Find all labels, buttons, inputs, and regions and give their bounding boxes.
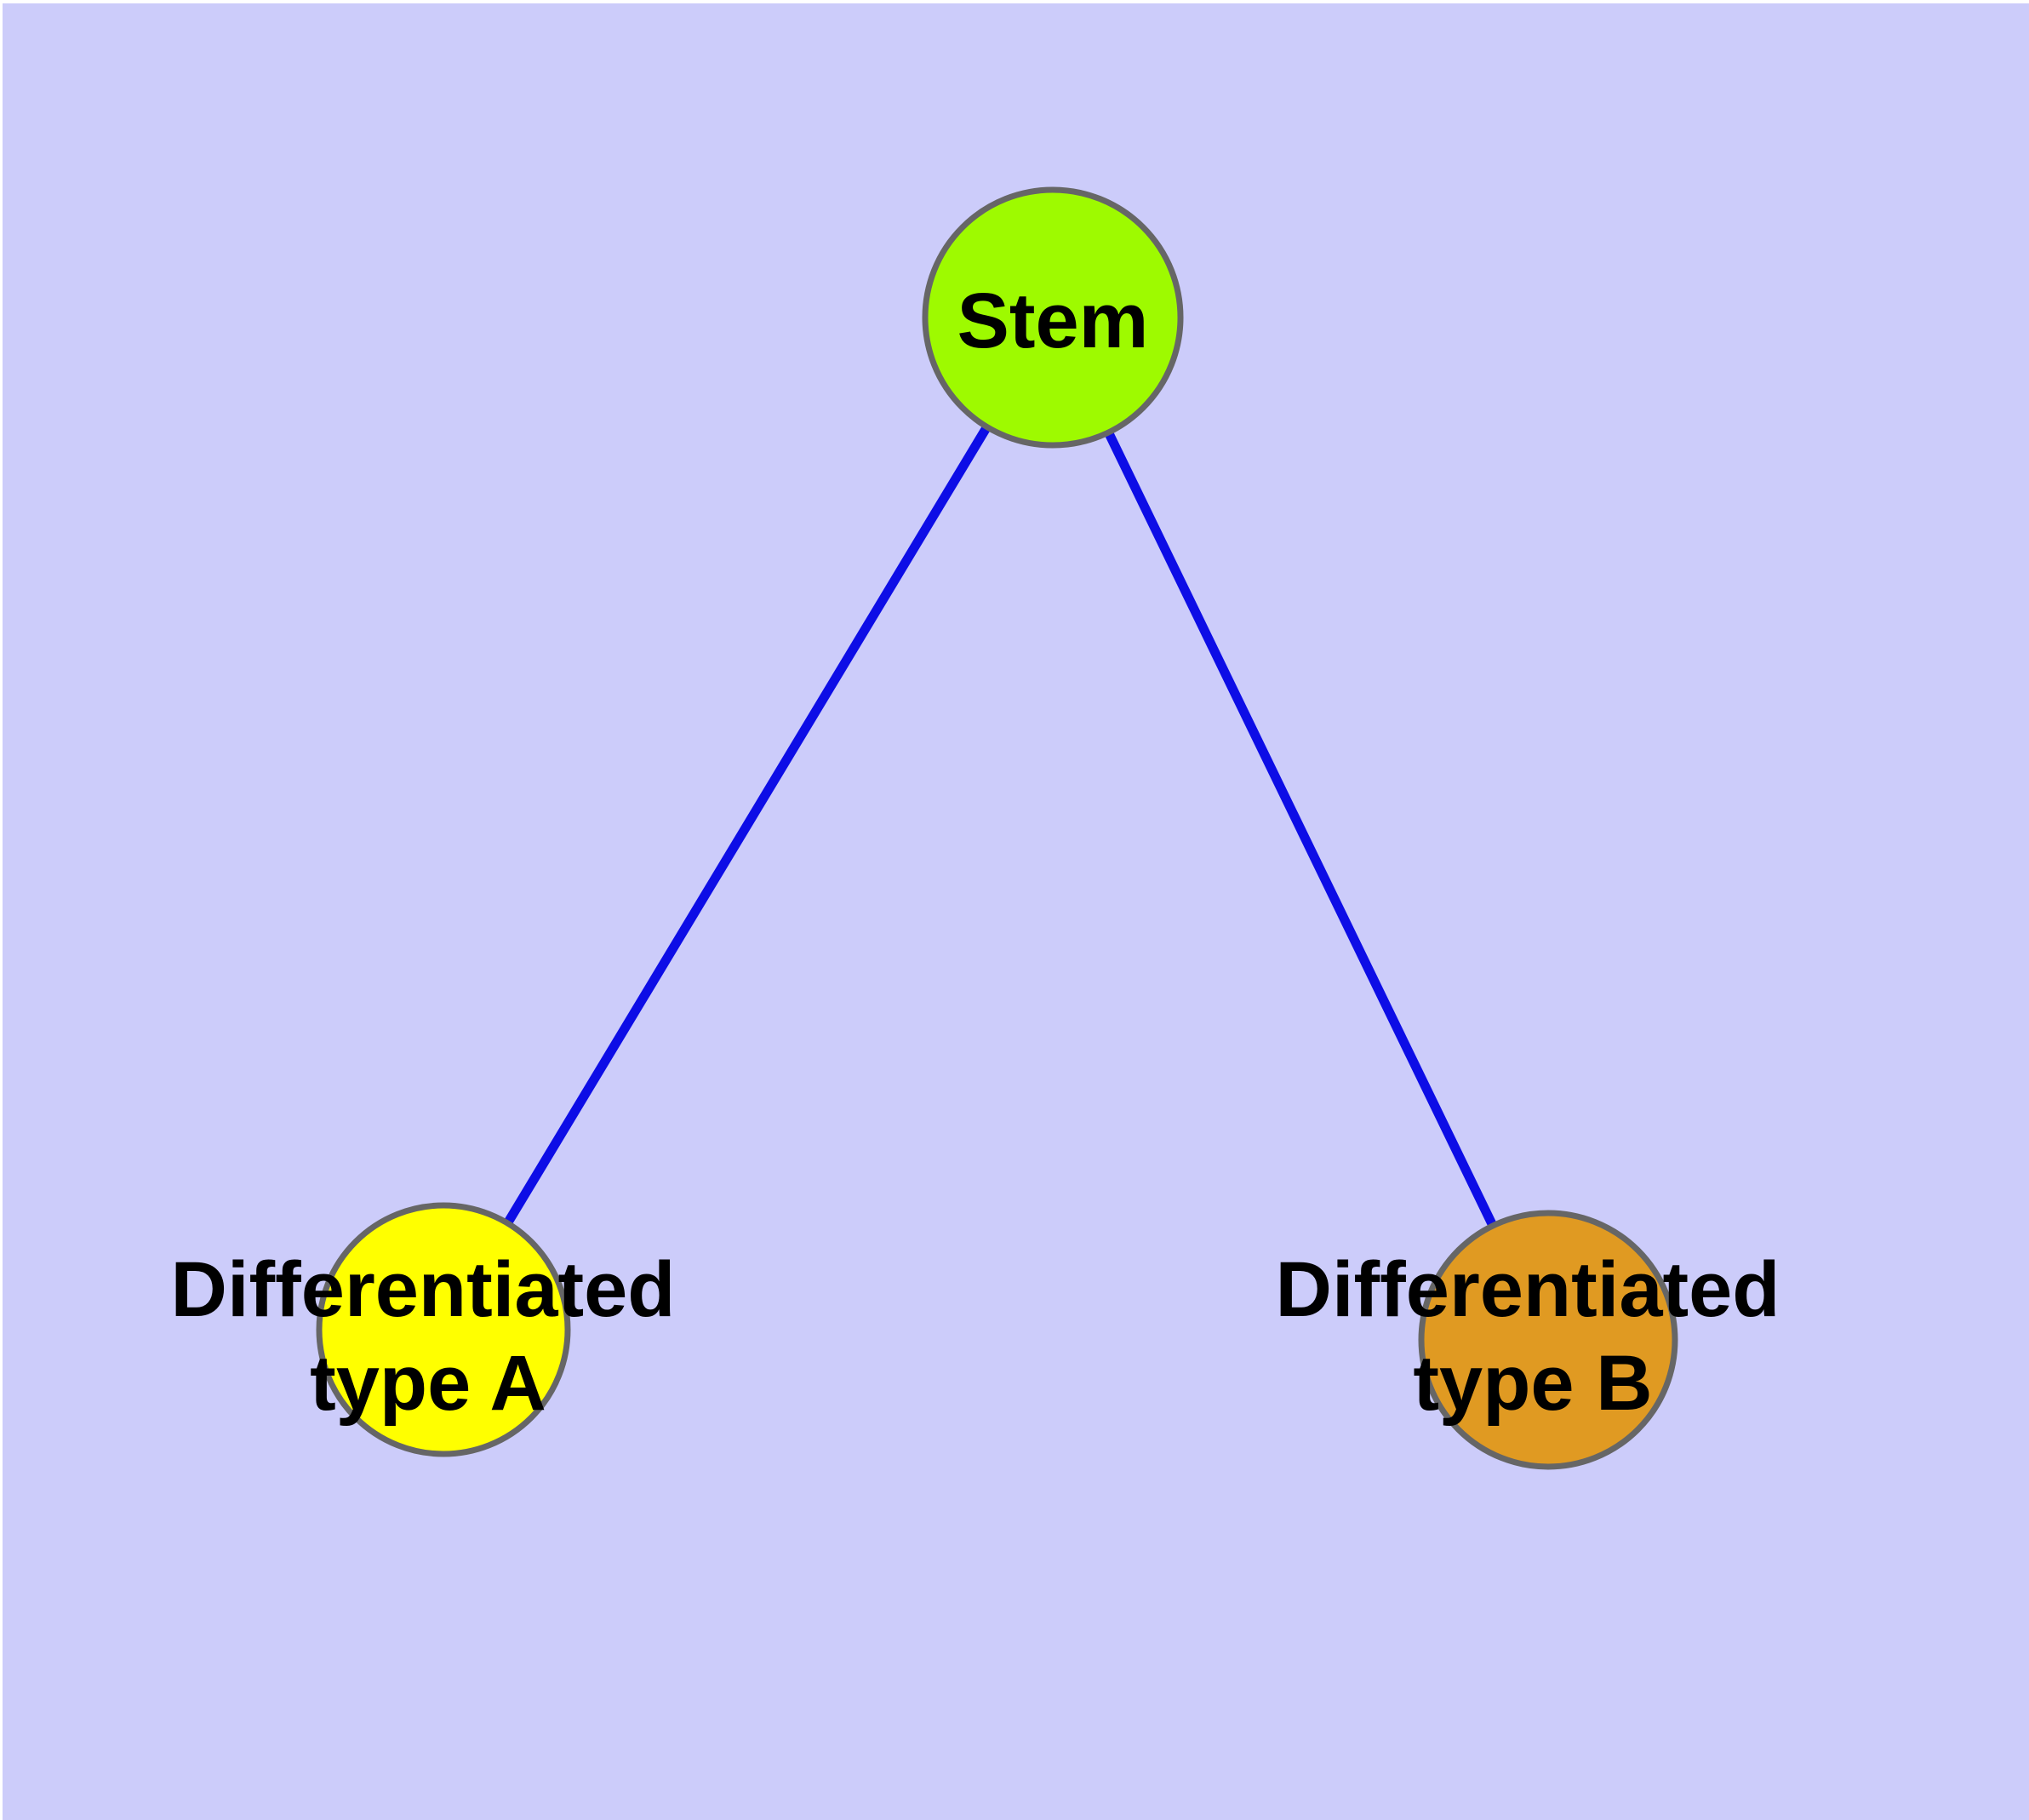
node-label-differentiated-type-a-line1: Differentiated	[171, 1246, 676, 1333]
node-label-differentiated-type-a-line2: type A	[310, 1340, 546, 1427]
node-differentiated-type-b[interactable]	[1418, 1210, 1678, 1470]
node-differentiated-type-a[interactable]	[316, 1202, 571, 1457]
node-label-differentiated-type-b-line2: type B	[1413, 1340, 1652, 1427]
edge-stem-to-differentiated-type-b[interactable]	[1049, 315, 1552, 1342]
edge-layer	[439, 315, 1552, 1342]
node-layer	[316, 186, 1678, 1470]
node-stem[interactable]	[922, 186, 1184, 449]
node-label-differentiated-type-b-line1: Differentiated	[1276, 1246, 1780, 1333]
node-label-stem: Stem	[957, 278, 1149, 364]
label-layer: Stem Differentiated type A Differentiate…	[171, 278, 1780, 1427]
edge-stem-to-differentiated-type-a[interactable]	[439, 315, 1057, 1332]
